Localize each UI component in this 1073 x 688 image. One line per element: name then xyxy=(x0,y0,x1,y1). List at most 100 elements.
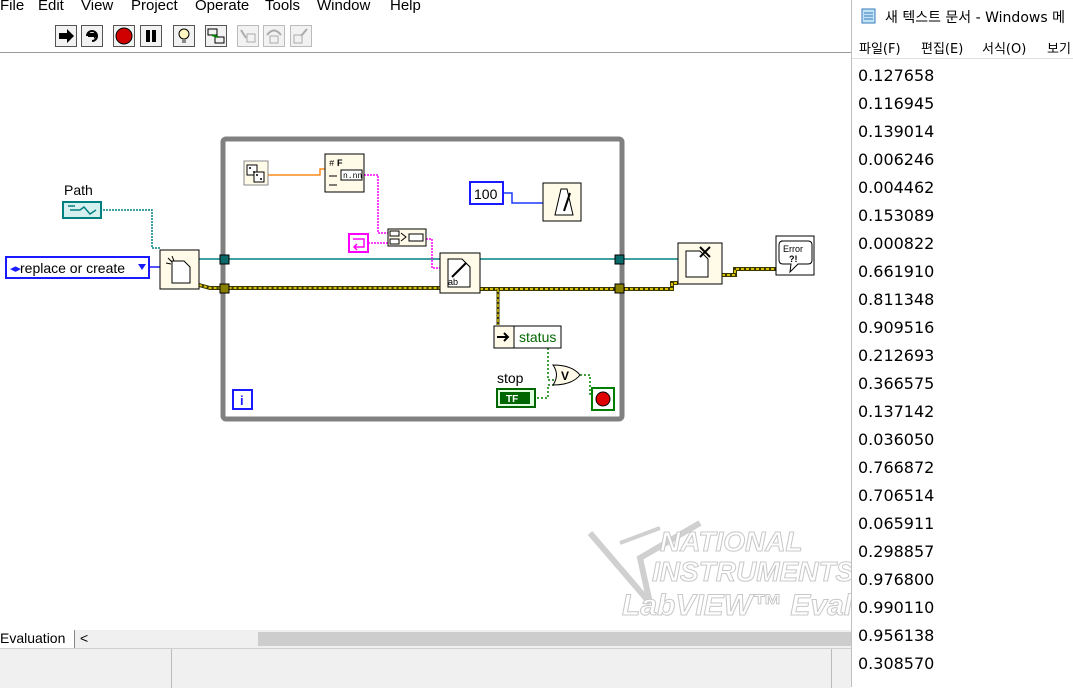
path-tunnel-in xyxy=(219,254,230,265)
close-file-icon[interactable] xyxy=(677,242,723,285)
loop-iteration-terminal: i xyxy=(232,389,253,410)
menu-format-kr[interactable]: 서식(O) xyxy=(982,42,1027,57)
svg-text:n.nn: n.nn xyxy=(343,172,362,181)
status-label: status xyxy=(519,329,556,345)
notepad-window: 새 텍스트 문서 - Windows 메 파일(F) 편집(E) 서식(O) 보… xyxy=(851,0,1073,687)
svg-text:#: # xyxy=(329,159,335,169)
text-line: 0.976800 xyxy=(858,570,935,589)
path-label: Path xyxy=(64,182,93,198)
wait-constant-value: 100 xyxy=(474,186,498,202)
abort-icon[interactable] xyxy=(113,25,135,47)
run-continuously-icon[interactable] xyxy=(81,25,103,47)
labview-window: File Edit View Project Operate Tools Win… xyxy=(0,0,851,688)
text-line: 0.706514 xyxy=(858,486,935,505)
path-wire xyxy=(100,209,160,249)
svg-text:ab: ab xyxy=(448,277,458,287)
step-out-icon[interactable] xyxy=(290,25,312,47)
svg-text:F: F xyxy=(337,158,343,168)
error-wire xyxy=(198,267,776,325)
svg-text:◂▸: ◂▸ xyxy=(10,263,22,275)
menu-file-kr[interactable]: 파일(F) xyxy=(859,42,901,57)
concatenate-strings-icon[interactable] xyxy=(387,228,427,247)
horizontal-scrollbar[interactable]: Evaluation < xyxy=(0,630,851,648)
block-diagram[interactable]: NATIONAL INSTRUMENTS LabVIEW™ Evaluati xyxy=(0,53,851,630)
end-of-line-constant-icon[interactable] xyxy=(348,233,369,253)
notepad-title: 새 텍스트 문서 - Windows 메 xyxy=(885,10,1065,26)
bool-constant-text: TF xyxy=(506,394,518,405)
diagram-canvas: NATIONAL INSTRUMENTS LabVIEW™ Evaluati xyxy=(5,136,851,623)
step-into-icon[interactable] xyxy=(237,25,259,47)
path-tunnel-out xyxy=(614,254,625,265)
text-line: 0.990110 xyxy=(858,598,935,617)
svg-text:V: V xyxy=(561,369,569,383)
stop-bool-wire xyxy=(537,384,555,399)
or-gate-icon[interactable]: V xyxy=(552,364,581,386)
menu-operate[interactable]: Operate xyxy=(195,0,250,14)
scroll-left-arrow[interactable]: < xyxy=(80,630,89,646)
menu-edit[interactable]: Edit xyxy=(38,0,64,14)
notepad-icon xyxy=(861,8,876,24)
menu-file[interactable]: File xyxy=(0,0,25,14)
scroll-thumb[interactable] xyxy=(258,632,851,646)
error-tunnel-out xyxy=(614,283,625,294)
open-operation-enum[interactable]: ◂▸ replace or create xyxy=(5,256,150,279)
toolbar xyxy=(0,20,851,53)
ni-logo-watermark xyxy=(587,520,702,605)
string-wire-2 xyxy=(426,238,440,269)
simple-error-handler-icon[interactable]: Error ?! xyxy=(775,235,815,276)
string-wire-1 xyxy=(364,174,388,234)
write-to-text-file-icon[interactable]: ab xyxy=(439,252,481,294)
svg-text:?!: ?! xyxy=(789,254,798,264)
text-line: 0.298857 xyxy=(858,542,935,561)
pause-icon[interactable] xyxy=(140,25,162,47)
iteration-text: i xyxy=(240,393,244,408)
notepad-text-area[interactable]: 0.127658 0.116945 0.139014 0.006246 0.004462… xyxy=(858,62,1068,678)
text-line: 0.153089 xyxy=(858,206,935,225)
text-line: 0.139014 xyxy=(858,122,935,141)
random-number-dice-icon[interactable] xyxy=(243,160,269,186)
text-line: 0.036050 xyxy=(858,430,935,449)
text-line: 0.212693 xyxy=(858,346,935,365)
highlight-execution-icon[interactable] xyxy=(173,25,195,47)
run-arrow-icon[interactable] xyxy=(55,25,77,47)
text-line: 0.811348 xyxy=(858,290,935,309)
text-line: 0.137142 xyxy=(858,402,935,421)
stop-boolean-terminal[interactable]: TF xyxy=(496,388,536,408)
menu-project[interactable]: Project xyxy=(131,0,178,14)
wait-ms-constant[interactable]: 100 xyxy=(469,181,504,205)
menu-bar: File Edit View Project Operate Tools Win… xyxy=(0,0,851,20)
watermark-line3: LabVIEW™ Evaluati xyxy=(622,589,851,622)
wait-ms-wire xyxy=(503,192,543,204)
text-line: 0.661910 xyxy=(858,262,935,281)
watermark-line1: NATIONAL xyxy=(660,526,803,557)
menu-view-kr[interactable]: 보기 xyxy=(1047,42,1071,57)
status-tab[interactable]: Evaluation xyxy=(0,630,75,648)
menu-help[interactable]: Help xyxy=(390,0,421,14)
menu-view[interactable]: View xyxy=(81,0,114,14)
menu-window[interactable]: Window xyxy=(317,0,371,14)
path-control-terminal[interactable] xyxy=(62,201,102,219)
text-line: 0.000822 xyxy=(858,234,935,253)
metronome-wait-icon[interactable] xyxy=(542,182,582,222)
text-line: 0.366575 xyxy=(858,374,935,393)
text-line: 0.065911 xyxy=(858,514,935,533)
watermark-line2: INSTRUMENTS xyxy=(652,556,851,587)
notepad-title-bar[interactable]: 새 텍스트 문서 - Windows 메 xyxy=(852,0,1073,32)
loop-condition-stop-icon[interactable] xyxy=(591,387,615,411)
text-line: 0.004462 xyxy=(858,178,935,197)
menu-edit-kr[interactable]: 편집(E) xyxy=(921,42,964,57)
number-to-fractional-string-icon[interactable]: # F n.nn xyxy=(324,153,365,193)
while-loop[interactable] xyxy=(220,136,625,422)
number-wire xyxy=(268,168,325,176)
step-over-icon[interactable] xyxy=(263,25,285,47)
status-bool-wire xyxy=(537,342,555,381)
retain-wire-values-icon[interactable] xyxy=(205,25,227,47)
or-output-wire xyxy=(580,374,595,395)
menu-tools[interactable]: Tools xyxy=(265,0,301,14)
text-line: 0.127658 xyxy=(858,66,935,85)
text-line: 0.956138 xyxy=(858,626,935,645)
unbundle-status-node[interactable]: status xyxy=(493,325,562,349)
text-line: 0.116945 xyxy=(858,94,935,113)
open-create-file-vi[interactable] xyxy=(159,249,200,290)
text-line: 0.006246 xyxy=(858,150,935,169)
